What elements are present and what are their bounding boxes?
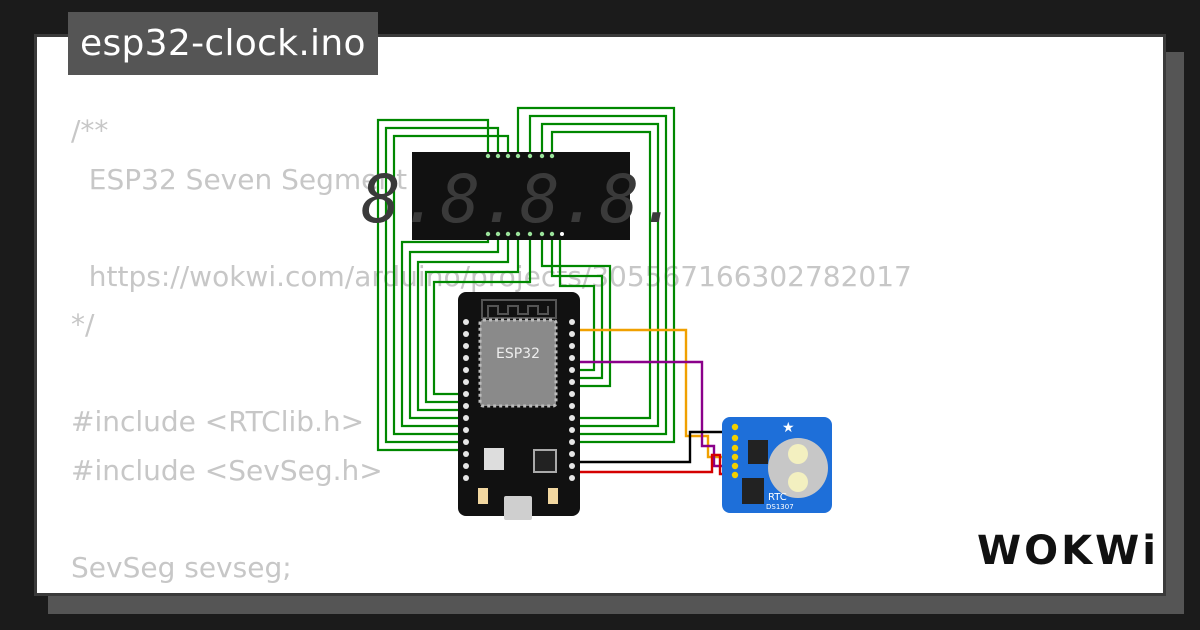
usb-chip: [533, 449, 557, 473]
esp32-module: [478, 318, 558, 408]
code-line: #include <SevSeg.h>: [71, 453, 383, 487]
coin-cell-holder: [768, 438, 828, 498]
rtc-crystal: [742, 478, 764, 504]
code-line: #include <RTClib.h>: [71, 405, 365, 438]
code-line: */: [71, 308, 95, 341]
rtc-label: RTC: [768, 492, 787, 503]
esp32-label: ESP32: [496, 346, 540, 362]
rtc-pins: [731, 423, 739, 479]
display-pins-bottom: [485, 231, 555, 237]
file-title-tab[interactable]: esp32-clock.ino: [68, 12, 378, 75]
code-line: /**: [71, 114, 109, 147]
rtc-model: DS1307: [766, 503, 794, 511]
display-pins-top: [485, 153, 555, 159]
adafruit-star-icon: ★: [782, 420, 795, 436]
rtc-ds1307-module[interactable]: ★ RTC DS1307: [722, 417, 832, 513]
display-digits: 8.8.8.8.: [361, 161, 679, 238]
code-line: https://wokwi.com/arduino/projects/30556…: [88, 259, 912, 293]
esp32-board[interactable]: ESP32: [458, 292, 580, 520]
reset-button[interactable]: [548, 488, 558, 504]
boot-button[interactable]: [478, 488, 488, 504]
rtc-chip: [748, 440, 768, 464]
esp32-left-pins: [463, 319, 469, 481]
code-line: SevSeg sevseg;: [71, 550, 292, 584]
rtc-wires: [575, 328, 735, 476]
voltage-regulator: [484, 448, 504, 470]
usb-port: [504, 496, 532, 520]
esp32-right-pins: [569, 319, 575, 481]
seven-segment-display[interactable]: 8.8.8.8.: [361, 152, 679, 240]
wokwi-logo: WOKWi: [977, 528, 1159, 574]
